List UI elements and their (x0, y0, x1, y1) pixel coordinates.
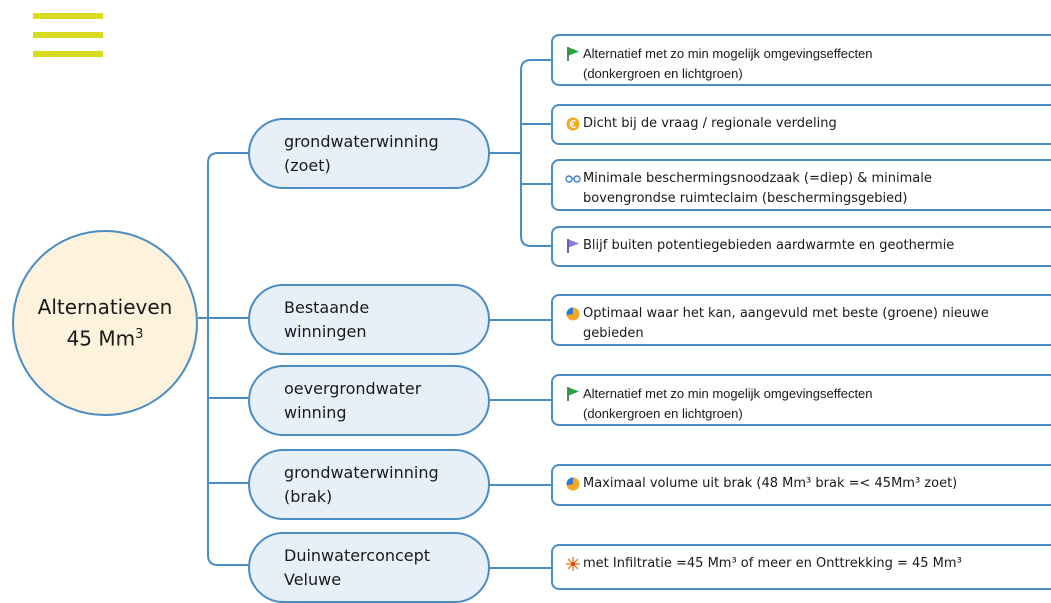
leaf-text-line1: Minimale beschermingsnoodzaak (=diep) & … (583, 171, 932, 186)
branch-bestaande-winningen[interactable]: Bestaande winningen (248, 284, 490, 355)
leaf-zoet-potentiegebieden[interactable]: Blijf buiten potentiegebieden aardwarmte… (551, 226, 1051, 267)
branch-label-line1: Duinwaterconcept (284, 545, 431, 565)
glasses-icon (565, 171, 583, 187)
leaf-text-line1: met Infiltratie =45 Mm³ of meer en Onttr… (583, 556, 962, 571)
branch-label-line1: grondwaterwinning (284, 462, 439, 482)
leaf-text-line1: Alternatief met zo min mogelijk omgeving… (583, 386, 873, 401)
leaf-text-line1: Maximaal volume uit brak (48 Mm³ brak =<… (583, 476, 958, 491)
leaf-text-line2: gebieden (583, 326, 644, 341)
pie-chart-icon (565, 476, 583, 492)
menu-bar-bottom (33, 51, 103, 57)
branch-label-line2: winning (284, 402, 347, 422)
connector-root-branch-1 (207, 152, 248, 566)
leaf-text-line2: (donkergroen en lichtgroen) (583, 66, 743, 81)
leaf-oever-omgevingseffecten[interactable]: Alternatief met zo min mogelijk omgeving… (551, 374, 1051, 426)
leaf-text-line1: Optimaal waar het kan, aangevuld met bes… (583, 306, 989, 321)
leaf-text-line1: Alternatief met zo min mogelijk omgeving… (583, 46, 873, 61)
branch-duinwaterconcept-veluwe[interactable]: Duinwaterconcept Veluwe (248, 532, 490, 603)
leaf-text-line2: bovengrondse ruimteclaim (beschermingsge… (583, 191, 908, 206)
sparkle-icon (565, 556, 583, 572)
green-flag-icon (565, 46, 583, 62)
pie-chart-icon (565, 306, 583, 322)
branch-grondwaterwinning-zoet[interactable]: grondwaterwinning (zoet) (248, 118, 490, 189)
leaf-text-line1: Blijf buiten potentiegebieden aardwarmte… (583, 238, 955, 253)
leaf-zoet-regionale-verdeling[interactable]: Dicht bij de vraag / regionale verdeling (551, 104, 1051, 145)
root-volume: 45 Mm3 (66, 326, 144, 351)
branch-grondwaterwinning-brak[interactable]: grondwaterwinning (brak) (248, 449, 490, 520)
branch-label-line2: winningen (284, 321, 367, 341)
leaf-zoet-omgevingseffecten[interactable]: Alternatief met zo min mogelijk omgeving… (551, 34, 1051, 86)
branch-label-line2: Veluwe (284, 569, 342, 589)
branch-label-line1: grondwaterwinning (284, 131, 439, 151)
leaf-zoet-beschermingsnoodzaak[interactable]: Minimale beschermingsnoodzaak (=diep) & … (551, 159, 1051, 211)
menu-icon[interactable] (0, 0, 110, 66)
leaf-text-line2: (donkergroen en lichtgroen) (583, 406, 743, 421)
root-title: Alternatieven (37, 294, 173, 319)
menu-bar-top (33, 13, 103, 19)
green-flag-icon (565, 386, 583, 402)
branch-label-line2: (zoet) (284, 155, 331, 175)
purple-flag-icon (565, 238, 583, 254)
leaf-duinwater-infiltratie[interactable]: met Infiltratie =45 Mm³ of meer en Onttr… (551, 544, 1051, 590)
branch-label-line1: Bestaande (284, 297, 370, 317)
leaf-brak-maximaal-volume[interactable]: Maximaal volume uit brak (48 Mm³ brak =<… (551, 464, 1051, 506)
branch-label-line2: (brak) (284, 486, 333, 506)
root-node[interactable]: Alternatieven 45 Mm3 (12, 230, 198, 416)
branch-label-line1: oevergrondwater (284, 378, 422, 398)
leaf-bestaande-optimaal[interactable]: Optimaal waar het kan, aangevuld met bes… (551, 294, 1051, 346)
connector-branch1-leaf1 (520, 59, 551, 247)
branch-oevergrondwater-winning[interactable]: oevergrondwater winning (248, 365, 490, 436)
menu-bar-middle (33, 32, 103, 38)
leaf-text-line1: Dicht bij de vraag / regionale verdeling (583, 116, 837, 131)
orange-coin-icon (565, 116, 583, 132)
